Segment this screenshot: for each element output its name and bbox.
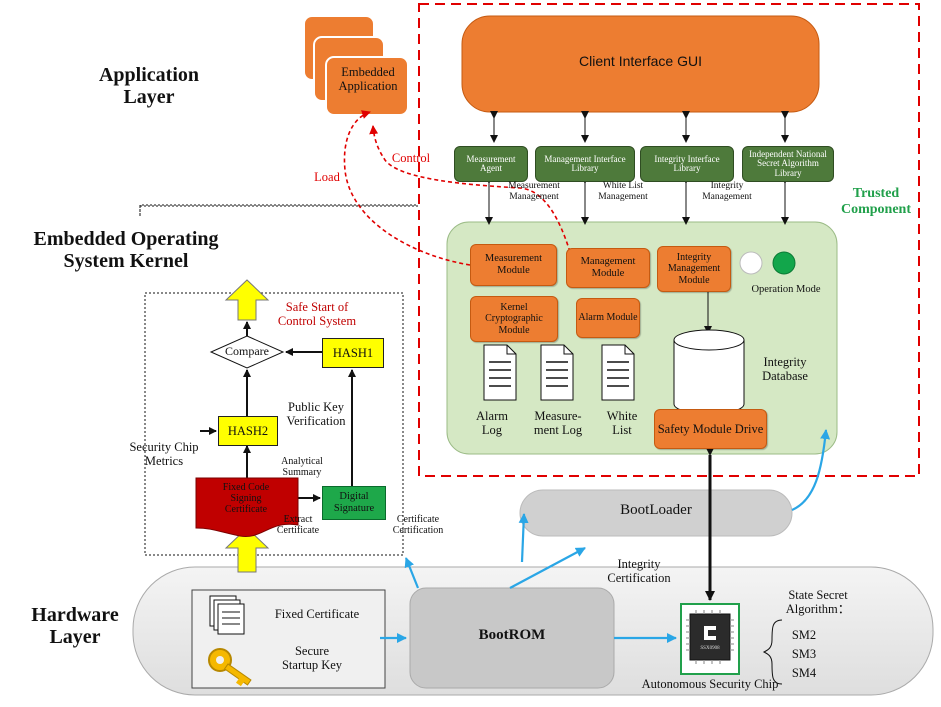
fixed-certificate-label: Fixed Certificate bbox=[274, 607, 360, 621]
chip-code-label: SSX0908 bbox=[700, 646, 720, 651]
operation-mode-label: Operation Mode bbox=[751, 284, 821, 295]
control-arrow bbox=[369, 125, 571, 253]
analytical-summary-label: Analytical Summary bbox=[281, 456, 323, 479]
control-label: Control bbox=[391, 151, 431, 165]
measurement-module: Measurement Module bbox=[470, 244, 557, 286]
safety-module-drive: Safety Module Drive bbox=[654, 409, 767, 449]
safe-start-arrow bbox=[224, 279, 270, 321]
alarm-module: Alarm Module bbox=[576, 298, 640, 338]
measurement-management-label: Measurement Management bbox=[508, 181, 560, 202]
secure-startup-key-label: Secure Startup Key bbox=[281, 644, 343, 672]
security-chip-icon bbox=[686, 610, 734, 664]
fixed-code-signing-certificate: Fixed Code Signing Certificate bbox=[222, 482, 270, 516]
integrity-interface-library: Integrity Interface Library bbox=[640, 146, 734, 182]
bootloader-label: BootLoader bbox=[620, 502, 692, 518]
compare-diamond bbox=[209, 335, 285, 369]
extract-certificate-label: Extract Certificate bbox=[276, 514, 320, 537]
client-interface-gui: Client Interface GUI bbox=[579, 53, 702, 69]
load-label: Load bbox=[314, 170, 340, 184]
measurement-log-label: Measure- ment Log bbox=[533, 409, 583, 437]
safe-start-label: Safe Start of Control System bbox=[277, 300, 357, 328]
management-module: Management Module bbox=[566, 248, 650, 288]
hash2-box: HASH2 bbox=[218, 416, 278, 446]
alarm-log-label: Alarm Log bbox=[476, 409, 508, 437]
management-interface-library: Management Interface Library bbox=[535, 146, 635, 182]
trusted-component-label: Trusted Component bbox=[840, 186, 911, 217]
embedded-application-label: Embedded Application bbox=[338, 65, 398, 93]
algorithm-sm2: SM2 bbox=[791, 628, 817, 642]
autonomous-security-chip-label: Autonomous Security Chip bbox=[641, 677, 779, 691]
key-icon bbox=[208, 648, 252, 687]
white-list-management-label: White List Management bbox=[598, 181, 648, 202]
hardware-layer-title: Hardware Layer bbox=[31, 604, 119, 649]
kernel-layer-title: Embedded Operating System Kernel bbox=[33, 228, 219, 273]
trusted-component-boundary bbox=[418, 3, 920, 477]
algorithm-brace bbox=[762, 619, 783, 685]
application-layer-title: Application Layer bbox=[98, 64, 200, 109]
operation-mode-white bbox=[739, 251, 763, 275]
kernel-cryptographic-module: Kernel Cryptographic Module bbox=[470, 296, 558, 342]
bootrom-label: BootROM bbox=[478, 627, 546, 643]
certificate-stack-icon bbox=[209, 595, 245, 635]
measurement-log-doc bbox=[540, 344, 574, 401]
white-list-label: White List bbox=[606, 409, 638, 437]
national-secret-algorithm-library: Independent National Secret Algorithm Li… bbox=[742, 146, 834, 182]
secure-boot-boundary bbox=[144, 292, 404, 556]
security-chip-metrics-label: Security Chip Metrics bbox=[129, 440, 199, 468]
client-gui-shape bbox=[461, 15, 820, 113]
fixed-code-cert-shape bbox=[195, 477, 299, 538]
integrity-database-cylinder bbox=[673, 340, 745, 415]
compare-label: Compare bbox=[225, 344, 269, 358]
integrity-management-module: Integrity Management Module bbox=[657, 246, 731, 292]
digital-signature-box: Digital Signature bbox=[322, 486, 386, 520]
alarm-log-doc bbox=[483, 344, 517, 401]
measurement-agent: Measurement Agent bbox=[454, 146, 528, 182]
public-key-verification-label: Public Key Verification bbox=[286, 400, 346, 428]
certificate-certification-label: Certificate Certification bbox=[392, 514, 444, 537]
integrity-certification-label: Integrity Certification bbox=[607, 557, 671, 585]
algorithm-sm4: SM4 bbox=[791, 666, 817, 680]
operation-mode-green bbox=[772, 251, 796, 275]
algorithm-sm3: SM3 bbox=[791, 647, 817, 661]
integrity-database-label: Integrity Database bbox=[762, 355, 808, 383]
integrity-management-label: Integrity Management bbox=[702, 181, 752, 202]
bootloader-shape bbox=[519, 489, 793, 537]
secure-boot-input-arrow bbox=[224, 527, 270, 573]
white-list-doc bbox=[601, 344, 635, 401]
state-secret-algorithm-label: State Secret Algorithm： bbox=[785, 588, 851, 616]
hash1-box: HASH1 bbox=[322, 338, 384, 368]
load-arrow bbox=[343, 110, 471, 266]
